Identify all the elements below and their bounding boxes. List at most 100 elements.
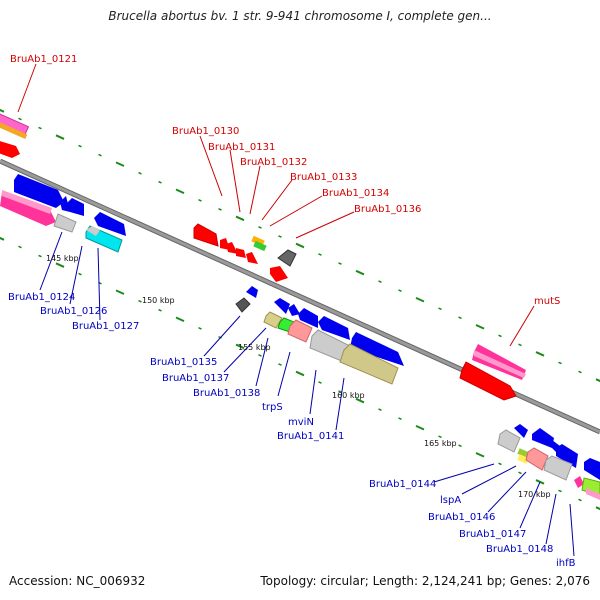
- gene-feature[interactable]: [53, 213, 77, 233]
- gene-feature[interactable]: [86, 226, 100, 236]
- tick-mark: [115, 161, 125, 167]
- gene-feature[interactable]: [226, 242, 238, 254]
- tick-mark: [295, 242, 305, 249]
- gene-label[interactable]: mutS: [534, 296, 560, 307]
- gene-feature[interactable]: [253, 240, 267, 252]
- gene-label[interactable]: BruAb1_0138: [193, 388, 260, 399]
- tick-mark: [498, 334, 502, 338]
- tick-mark: [535, 479, 545, 485]
- gene-label[interactable]: BruAb1_0141: [277, 431, 344, 442]
- gene-feature[interactable]: [350, 332, 404, 366]
- top-gene-labels: BruAb1_0121 BruAb1_0130 BruAb1_0131 BruA…: [10, 54, 560, 307]
- tick-mark: [378, 408, 382, 411]
- bottom-gene-labels: BruAb1_0124 BruAb1_0126 BruAb1_0127 BruA…: [8, 292, 576, 569]
- gene-label[interactable]: BruAb1_0134: [322, 188, 389, 199]
- tick-mark: [18, 245, 22, 249]
- tick-mark: [278, 235, 282, 238]
- gene-feature[interactable]: [246, 252, 258, 264]
- gene-label[interactable]: BruAb1_0121: [10, 54, 77, 65]
- gene-feature[interactable]: [274, 298, 290, 314]
- gene-feature[interactable]: [298, 308, 318, 328]
- gene-features: [0, 111, 600, 500]
- tick-mark: [38, 126, 42, 130]
- tick-mark: [175, 188, 185, 195]
- gene-feature[interactable]: [235, 297, 251, 313]
- gene-label[interactable]: BruAb1_0133: [290, 172, 357, 183]
- tick-mark: [398, 417, 402, 421]
- gene-feature[interactable]: [459, 361, 517, 401]
- gene-label[interactable]: BruAb1_0127: [72, 321, 139, 332]
- tick-mark: [158, 180, 162, 184]
- tick-mark: [55, 134, 65, 140]
- tick-mark: [338, 262, 342, 265]
- gene-feature[interactable]: [543, 455, 573, 481]
- tick-mark: [55, 262, 65, 268]
- tick-mark: [578, 498, 582, 502]
- tick-mark: [78, 272, 82, 276]
- tick-mark: [398, 289, 402, 293]
- gene-label[interactable]: mviN: [288, 417, 314, 428]
- gene-feature[interactable]: [2, 190, 52, 214]
- gene-feature[interactable]: [318, 316, 350, 340]
- tick-mark: [318, 253, 322, 256]
- gene-feature[interactable]: [193, 223, 219, 247]
- gene-feature[interactable]: [60, 196, 70, 212]
- tick-mark: [175, 316, 185, 323]
- gene-feature[interactable]: [288, 304, 300, 316]
- gene-label[interactable]: trpS: [262, 402, 283, 413]
- gene-feature[interactable]: [270, 266, 288, 282]
- gene-feature[interactable]: [517, 454, 529, 464]
- tick-mark: [378, 280, 382, 283]
- tick-mark: [595, 378, 600, 383]
- gene-label[interactable]: BruAb1_0136: [354, 204, 421, 215]
- gene-label[interactable]: BruAb1_0131: [208, 142, 275, 153]
- gene-feature[interactable]: [0, 119, 28, 140]
- gene-feature[interactable]: [474, 350, 526, 378]
- gene-feature[interactable]: [236, 248, 246, 258]
- gene-feature[interactable]: [586, 488, 600, 500]
- tick-label: 150 kbp: [142, 296, 175, 305]
- gene-label[interactable]: BruAb1_0135: [150, 357, 217, 368]
- tick-mark: [475, 324, 485, 330]
- gene-label[interactable]: BruAb1_0124: [8, 292, 75, 303]
- tick-label: 165 kbp: [424, 439, 457, 448]
- gene-feature[interactable]: [0, 138, 20, 158]
- gene-label[interactable]: lspA: [440, 495, 461, 506]
- tick-labels: 145 kbp 150 kbp 155 kbp 160 kbp 165 kbp …: [46, 254, 551, 499]
- gene-label[interactable]: BruAb1_0144: [369, 479, 436, 490]
- gene-label[interactable]: BruAb1_0148: [486, 544, 553, 555]
- gene-feature[interactable]: [287, 319, 313, 343]
- tick-label: 145 kbp: [46, 254, 79, 263]
- gene-feature[interactable]: [532, 428, 554, 448]
- gene-label[interactable]: BruAb1_0147: [459, 529, 526, 540]
- gene-feature[interactable]: [263, 311, 283, 329]
- gene-feature[interactable]: [517, 448, 529, 458]
- gene-label[interactable]: BruAb1_0137: [162, 373, 229, 384]
- tick-mark: [295, 370, 305, 377]
- gene-label[interactable]: BruAb1_0132: [240, 157, 307, 168]
- gene-feature[interactable]: [246, 286, 258, 298]
- bottom-leader-lines: [39, 231, 575, 557]
- gene-feature[interactable]: [94, 212, 126, 236]
- gene-label[interactable]: ihfB: [556, 558, 576, 569]
- gene-label[interactable]: BruAb1_0126: [40, 306, 107, 317]
- tick-mark: [78, 144, 82, 148]
- gene-feature[interactable]: [339, 343, 399, 385]
- tick-mark: [138, 299, 142, 303]
- tick-mark: [535, 351, 545, 357]
- gene-feature[interactable]: [556, 444, 578, 468]
- gene-feature[interactable]: [277, 249, 297, 267]
- tick-mark: [158, 308, 162, 312]
- gene-feature[interactable]: [514, 424, 528, 438]
- tick-mark: [115, 289, 125, 295]
- gene-label[interactable]: BruAb1_0146: [428, 512, 495, 523]
- gene-feature[interactable]: [574, 476, 584, 488]
- gene-feature[interactable]: [66, 198, 84, 216]
- gene-feature[interactable]: [497, 429, 521, 453]
- gene-label[interactable]: BruAb1_0130: [172, 126, 239, 137]
- tick-mark: [415, 424, 425, 431]
- gene-feature[interactable]: [584, 458, 600, 480]
- tick-mark: [198, 198, 202, 202]
- gene-feature[interactable]: [14, 174, 64, 208]
- top-leader-lines: [17, 63, 535, 347]
